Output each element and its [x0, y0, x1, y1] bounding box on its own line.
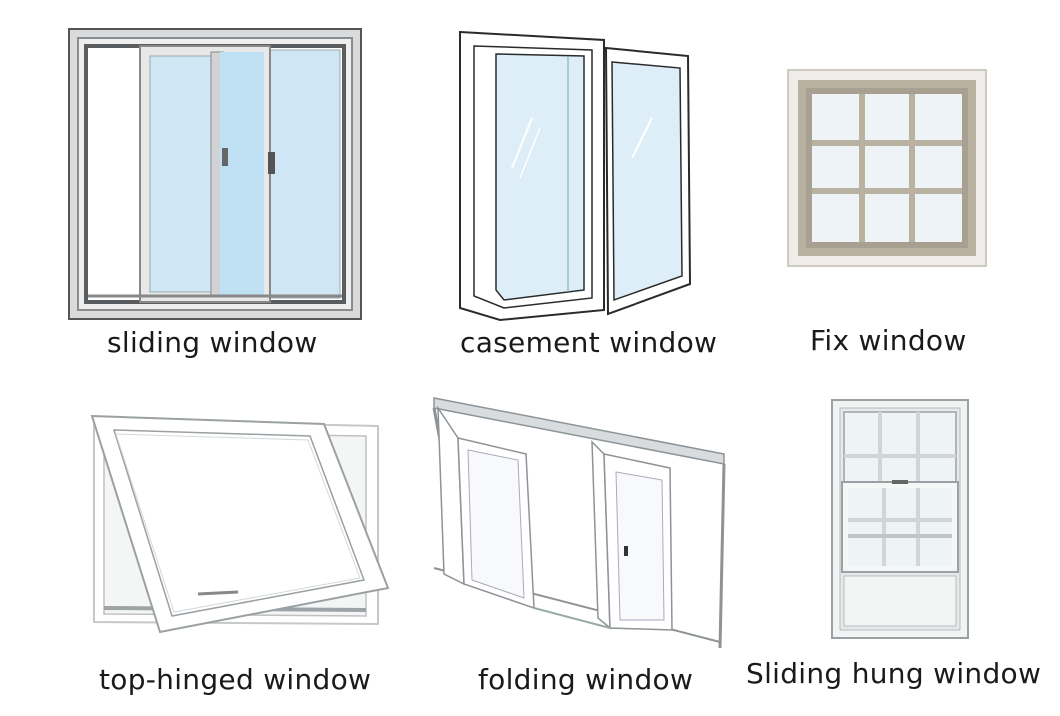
caption-fix-window: Fix window: [810, 324, 967, 357]
sliding-hung-window-icon: [831, 399, 969, 639]
folding-window-cell: folding window: [400, 370, 740, 716]
top-hinged-window-cell: top-hinged window: [0, 370, 400, 716]
caption-folding-window: folding window: [478, 663, 694, 696]
top-hinged-window-icon: [90, 414, 390, 634]
caption-top-hinged-window: top-hinged window: [99, 663, 372, 696]
caption-casement-window: casement window: [460, 326, 718, 359]
caption-sliding-window: sliding window: [107, 326, 318, 359]
fix-window-cell: Fix window: [720, 0, 1060, 357]
casement-window-icon: [459, 30, 692, 322]
folding-window-icon: [432, 397, 726, 649]
sliding-hung-window-cell: Sliding hung window: [740, 370, 1060, 716]
sliding-window-cell: sliding window: [0, 0, 362, 359]
sliding-window-icon: [68, 28, 362, 320]
caption-sliding-hung-window: Sliding hung window: [746, 657, 1042, 690]
casement-window-cell: casement window: [360, 0, 720, 359]
fix-window-icon: [787, 69, 987, 267]
